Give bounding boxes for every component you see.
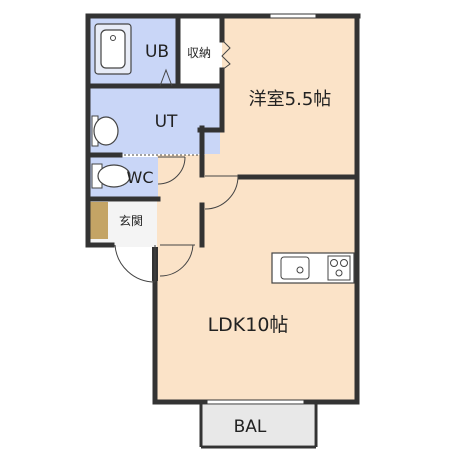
entrance-label: 玄関 (119, 213, 143, 228)
balcony-outline (199, 403, 318, 449)
stove-icon (327, 255, 351, 281)
hallway-floor (157, 155, 205, 247)
balcony-label: BAL (234, 417, 267, 437)
storage-floor (178, 18, 222, 84)
ut-label: UT (155, 112, 178, 132)
walls (85, 13, 361, 405)
ub-label: UB (145, 42, 169, 62)
toilet-icon (91, 163, 131, 189)
bathtub-icon (94, 23, 132, 75)
window-bottom (205, 399, 306, 405)
genkan-mat (90, 202, 108, 239)
wc-label: WC (127, 168, 154, 187)
doors (114, 39, 239, 283)
ldk-label: LDK10帖 (208, 314, 289, 336)
ldk-floor (155, 176, 356, 400)
western-room-floor (205, 18, 356, 176)
western-room-label: 洋室5.5帖 (249, 89, 332, 110)
balcony-floor (202, 405, 314, 445)
window-top (268, 13, 318, 19)
washbasin-icon (91, 115, 119, 147)
storage-label: 収納 (187, 46, 211, 60)
